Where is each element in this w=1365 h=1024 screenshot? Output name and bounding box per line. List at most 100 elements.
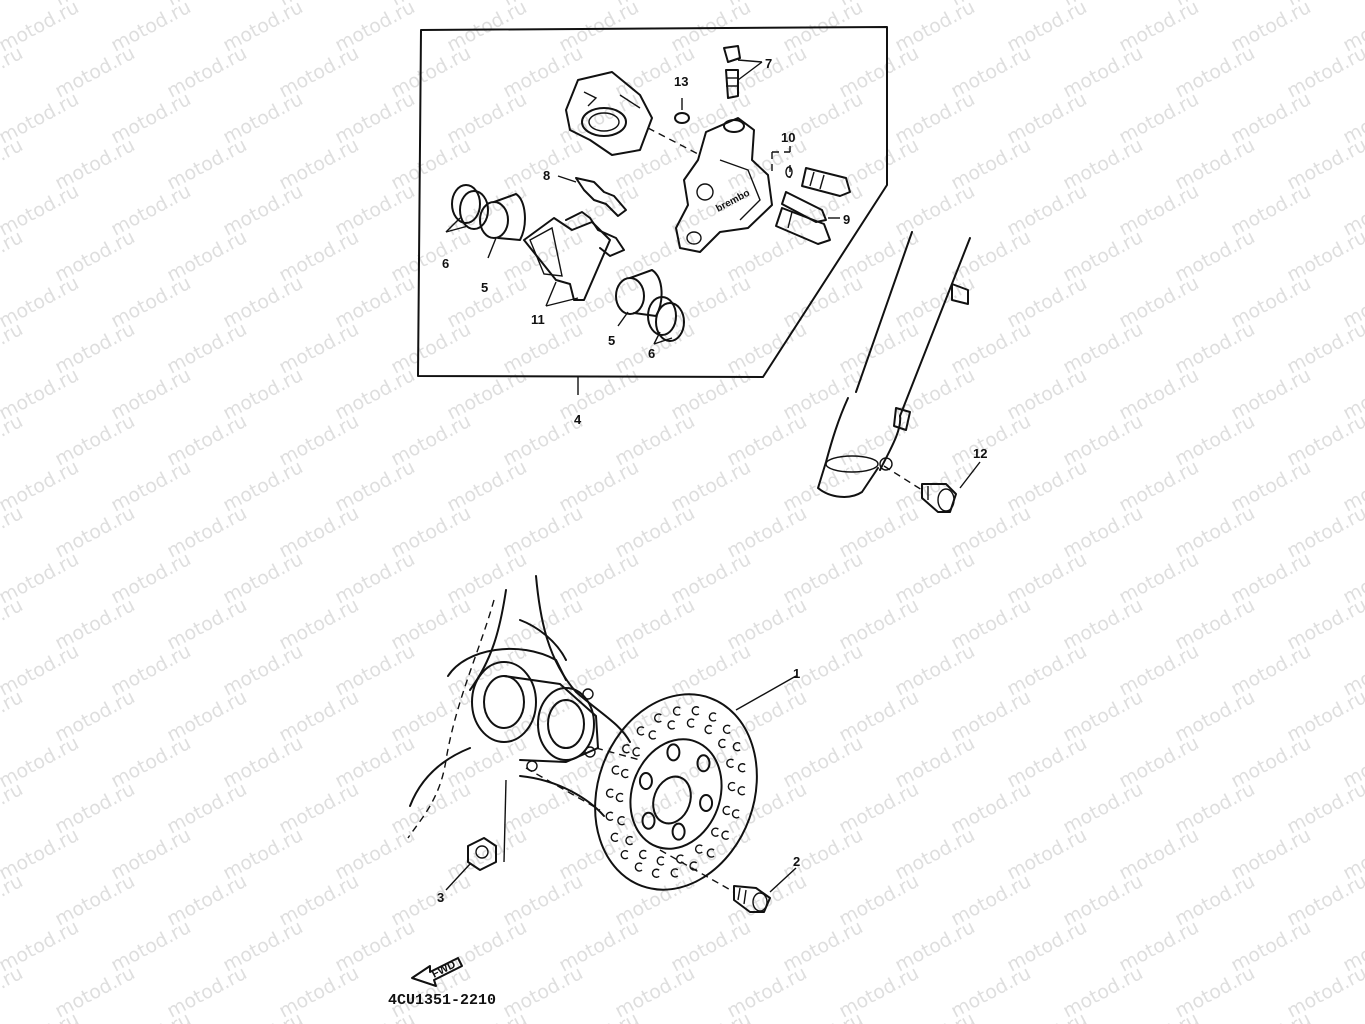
callout-12: 12 — [973, 446, 987, 461]
disc-hole — [721, 830, 730, 840]
watermark-text: motod.ru — [107, 1008, 194, 1024]
watermark-text: motod.ru — [0, 1008, 83, 1024]
bleed-screw-and-cap — [723, 45, 763, 99]
brake-pads — [523, 211, 625, 307]
disc-hole — [737, 763, 746, 773]
callout-5-right: 5 — [608, 333, 615, 348]
disc-hole — [722, 805, 731, 816]
callout-9: 9 — [843, 212, 850, 227]
o-ring — [674, 98, 690, 124]
callout-4: 4 — [574, 412, 582, 427]
disc-hole — [636, 726, 645, 736]
disc-hole — [672, 706, 681, 716]
hub-nut — [445, 837, 497, 891]
pad-spring — [557, 175, 627, 217]
piston-seals-left — [445, 184, 489, 233]
caliper-bolts — [771, 146, 851, 245]
callout-2: 2 — [793, 854, 800, 869]
watermark-text: motod.ru — [1115, 1008, 1202, 1024]
watermark-text: motod.ru — [0, 318, 27, 378]
disc-carrier-cutout — [666, 743, 681, 762]
disc-hole — [611, 765, 620, 775]
disc-hole — [732, 741, 741, 752]
disc-hole — [686, 718, 695, 728]
disc-hole — [711, 827, 719, 837]
disc-hole — [737, 786, 746, 796]
axle-pinch-bolt — [883, 461, 981, 513]
disc-hole — [706, 848, 715, 858]
watermark-text: motod.ru — [331, 1008, 418, 1024]
disc-hole — [605, 811, 614, 821]
watermark-text: motod.ru — [0, 226, 27, 286]
disc-hole — [622, 744, 630, 754]
watermark-text: motod.ru — [0, 42, 27, 102]
disc-hole — [625, 835, 634, 846]
brake-disc — [594, 675, 797, 891]
disc-hole — [651, 868, 660, 878]
watermark-text: motod.ru — [0, 870, 27, 930]
disc-hole — [638, 849, 647, 860]
disc-hole — [694, 844, 703, 854]
front-fork-leg — [817, 231, 971, 498]
piston-seals-right — [647, 296, 685, 345]
callout-6-left: 6 — [442, 256, 449, 271]
disc-hole — [610, 832, 619, 843]
disc-carrier-cutout — [699, 793, 714, 812]
disc-hole — [718, 738, 726, 749]
callout-3: 3 — [437, 890, 444, 905]
watermark-text: motod.ru — [0, 502, 27, 562]
disc-hole — [731, 809, 740, 819]
callout-6-right: 6 — [648, 346, 655, 361]
disc-bolt — [659, 849, 797, 913]
callout-1: 1 — [793, 666, 800, 681]
watermark-text: motod.ru — [0, 778, 27, 838]
watermark-text: motod.ru — [1003, 1008, 1090, 1024]
assembly-guide-line — [647, 127, 701, 156]
watermark-text: motod.ru — [0, 962, 27, 1022]
callout-labels: 1 2 3 4 5 5 6 6 7 8 9 10 11 12 13 — [437, 56, 987, 905]
disc-hole — [670, 868, 679, 878]
watermark-text: motod.ru — [1339, 1008, 1365, 1024]
disc-carrier-cutout — [638, 772, 653, 791]
disc-carrier-cutout — [641, 811, 656, 830]
disc-vent-holes — [605, 706, 746, 878]
disc-hole — [615, 792, 624, 803]
piston-left — [479, 193, 526, 259]
disc-hole — [708, 712, 717, 722]
diagram-code: 4CU1351-2210 — [388, 992, 496, 1009]
disc-hole — [605, 788, 614, 798]
disc-carrier-cutout — [671, 822, 686, 841]
disc-hole — [722, 724, 731, 734]
disc-hole — [620, 768, 629, 779]
callout-13: 13 — [674, 74, 688, 89]
disc-hole — [620, 850, 629, 860]
disc-hole — [704, 724, 713, 735]
disc-hole — [617, 816, 625, 826]
disc-hole — [656, 856, 665, 866]
watermark-text: motod.ru — [555, 1008, 642, 1024]
watermark-text: motod.ru — [0, 0, 27, 10]
disc-hole — [726, 758, 734, 768]
disc-hole — [632, 747, 641, 757]
disc-hole — [691, 706, 700, 716]
callout-7: 7 — [765, 56, 772, 71]
disc-hole — [648, 730, 657, 740]
callout-11: 11 — [531, 312, 545, 327]
watermark-text: motod.ru — [0, 410, 27, 470]
caliper-assembly-frame — [417, 26, 888, 395]
disc-hole — [634, 862, 643, 872]
wheel-hub — [407, 575, 641, 863]
watermark-text: motod.ru — [219, 1008, 306, 1024]
callout-10: 10 — [781, 130, 795, 145]
watermark-text: motod.ru — [0, 594, 27, 654]
disc-hole — [727, 781, 736, 792]
watermark-text: motod.ru — [891, 1008, 978, 1024]
watermark-text: motod.ru — [443, 1008, 530, 1024]
caliper-rear-half — [565, 71, 653, 156]
disc-hole — [653, 713, 662, 723]
disc-hole — [667, 720, 676, 730]
watermark-text: motod.ru — [0, 686, 27, 746]
disc-carrier-cutout — [696, 754, 711, 773]
